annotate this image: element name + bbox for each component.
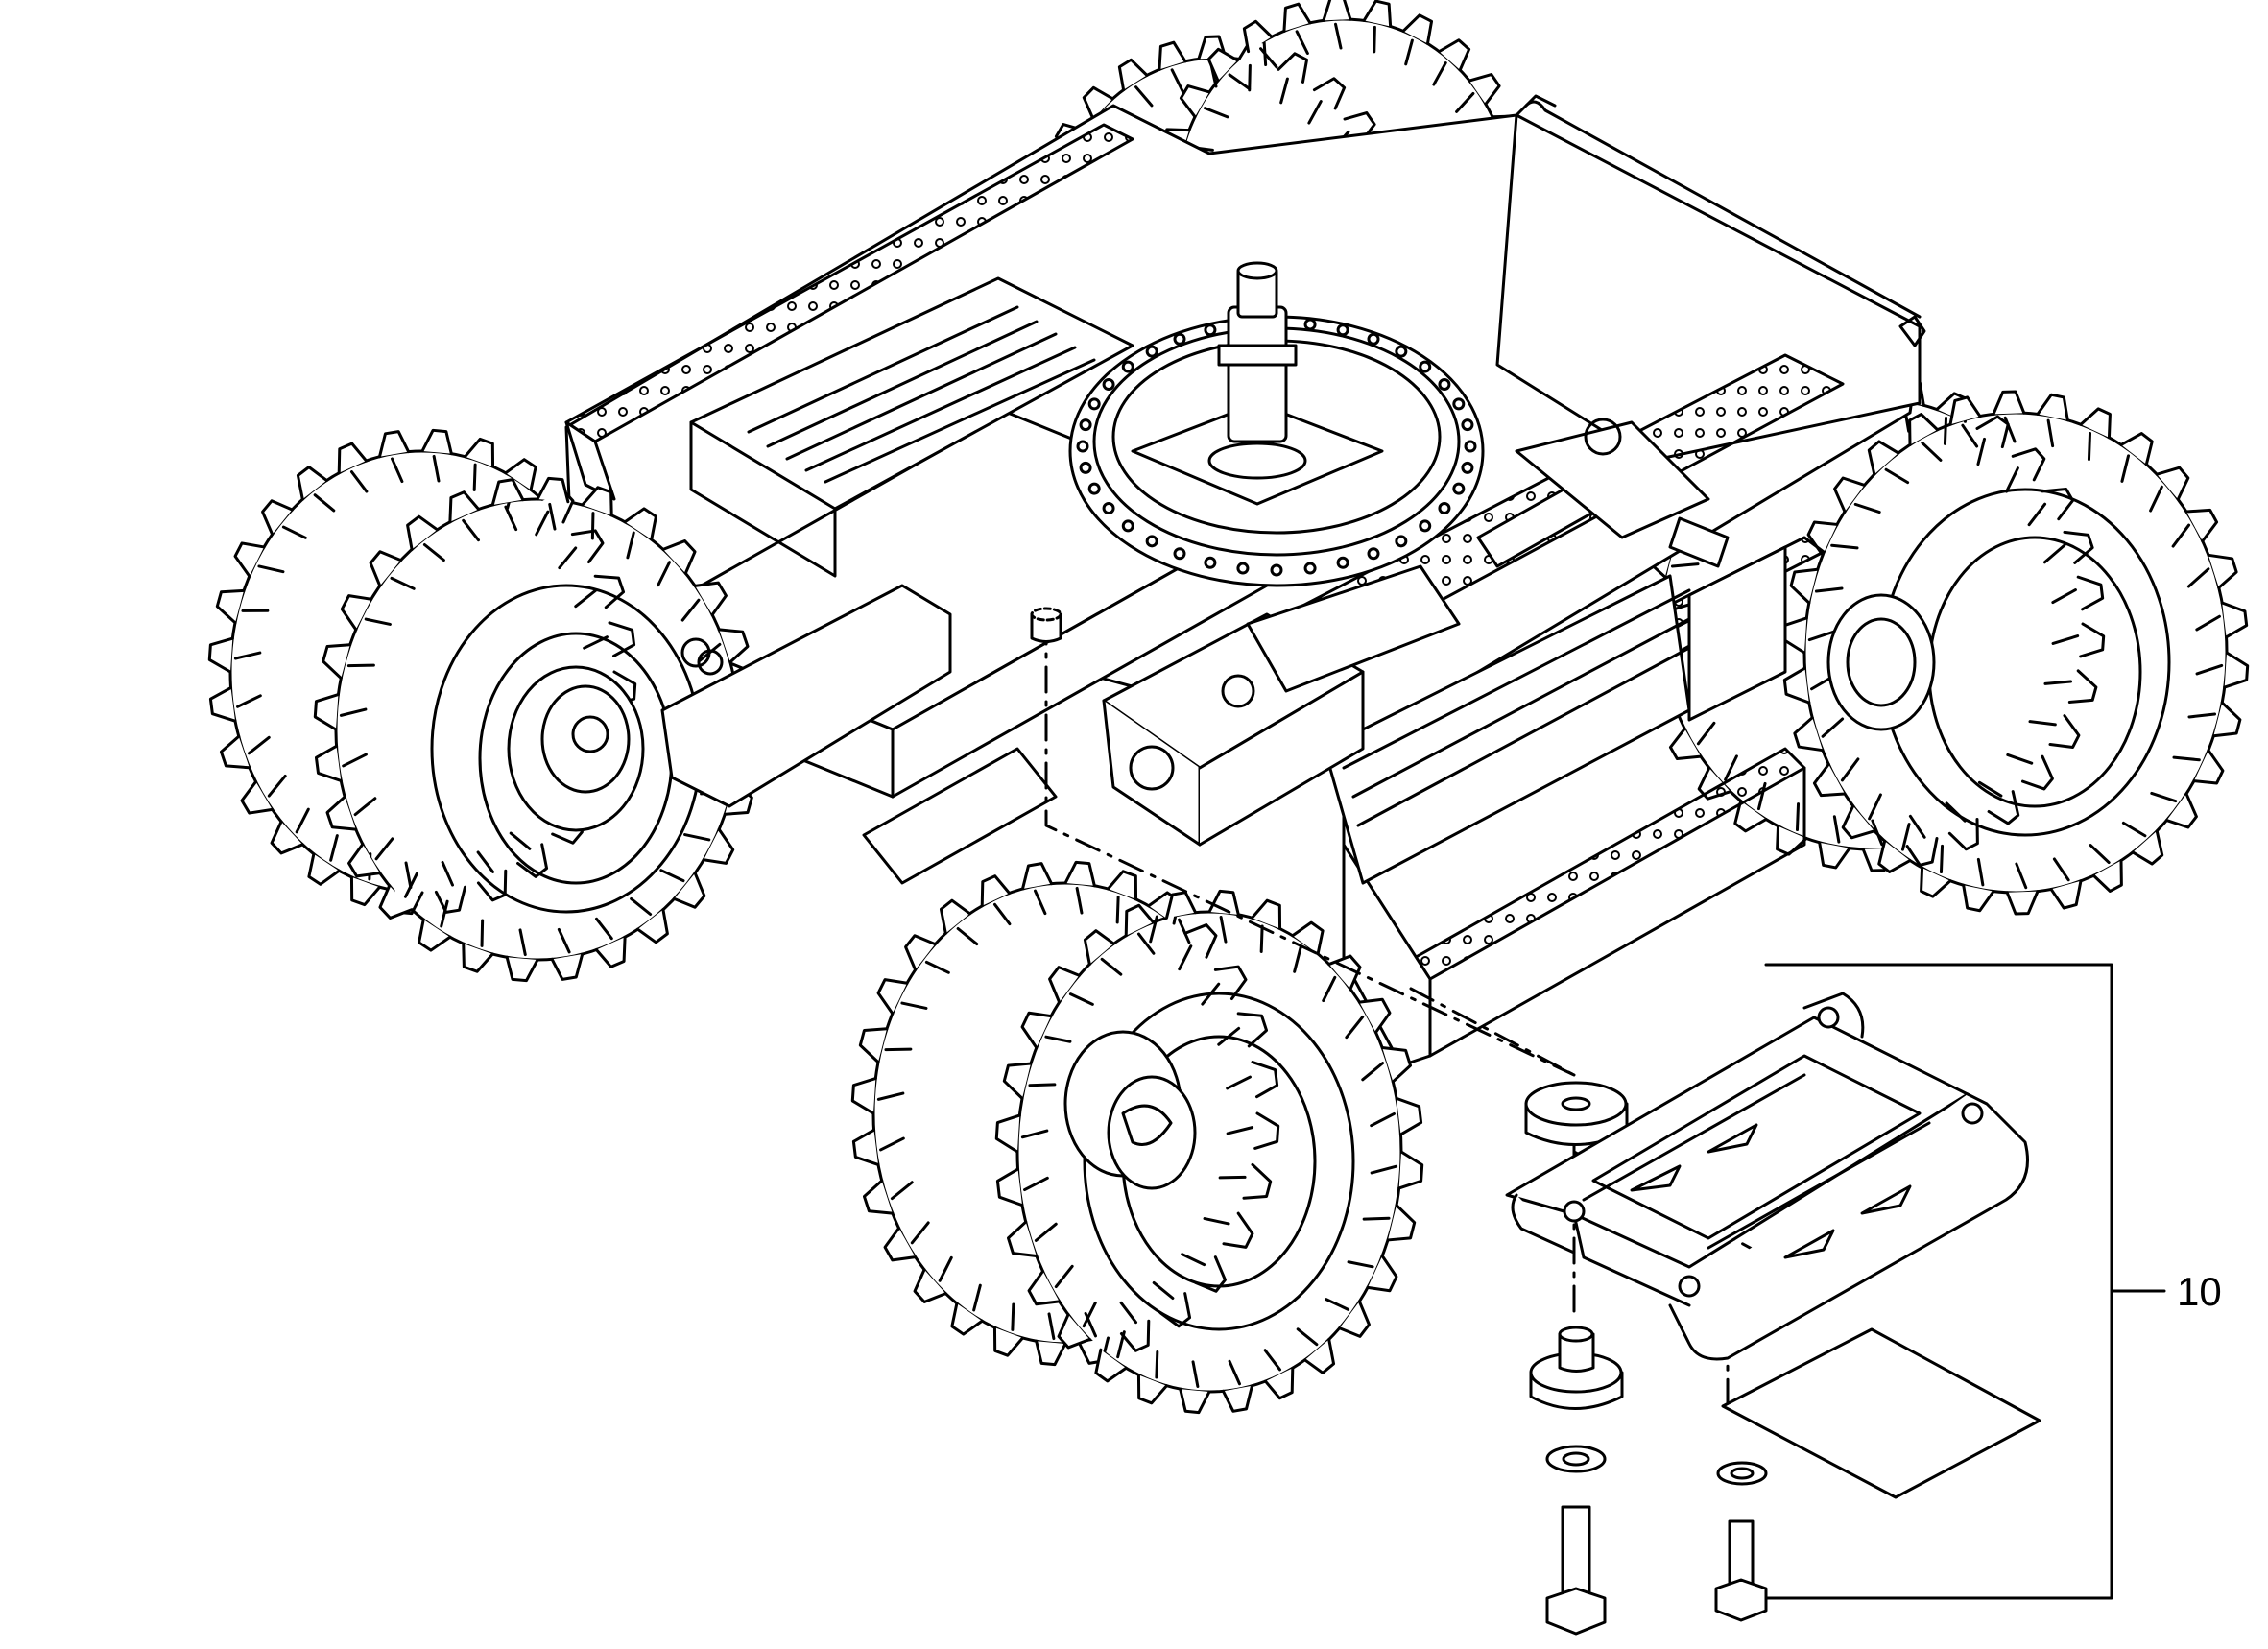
front-right-wheel-pair — [852, 862, 1421, 1412]
bolt-short — [1716, 1521, 1766, 1620]
tread-groove — [1364, 1218, 1389, 1219]
tread-groove — [1374, 27, 1375, 51]
washer-left — [1547, 1446, 1605, 1471]
bushing — [1032, 609, 1061, 642]
tread-groove — [1030, 1085, 1055, 1086]
tread-lug — [1399, 1152, 1422, 1188]
tread-lug — [537, 478, 568, 501]
cover-plate — [1723, 1329, 2040, 1497]
tread-groove — [592, 514, 593, 538]
tread-lug — [1181, 1389, 1209, 1413]
tread-groove — [1261, 926, 1262, 951]
tread-groove — [1220, 1177, 1245, 1178]
tread-lug — [1037, 1341, 1065, 1364]
tread-lug — [1065, 862, 1094, 885]
tread-lug — [422, 430, 451, 453]
tread-lug — [853, 1130, 878, 1164]
washer-right — [1718, 1463, 1766, 1484]
callout-label: 10 — [2177, 1269, 2222, 1315]
tread-groove — [1945, 418, 1946, 443]
tread-groove — [1117, 897, 1118, 922]
tread-groove — [886, 1049, 911, 1050]
tread-lug — [1324, 0, 1350, 20]
tread-groove — [1797, 804, 1798, 830]
tread-lug — [1993, 392, 2024, 414]
rubber-mount-lower — [1531, 1327, 1622, 1409]
tread-groove — [1013, 1304, 1014, 1329]
bolt-long — [1547, 1507, 1605, 1634]
tread-lug — [209, 638, 232, 672]
battery-tray — [1507, 993, 2028, 1359]
tread-lug — [2007, 892, 2038, 914]
tread-groove — [1250, 65, 1251, 89]
tread-groove — [474, 465, 475, 490]
tread-groove — [482, 920, 483, 945]
tread-lug — [2225, 653, 2248, 687]
tread-lug — [1397, 1098, 1421, 1135]
tread-groove — [1157, 1352, 1158, 1377]
tread-groove — [348, 665, 373, 666]
tread-lug — [1209, 891, 1238, 915]
tread-lug — [507, 957, 537, 980]
tread-lug — [2222, 603, 2246, 637]
tread-lug — [852, 1079, 875, 1113]
tread-groove — [1941, 846, 1942, 872]
tread-lug — [210, 688, 235, 722]
